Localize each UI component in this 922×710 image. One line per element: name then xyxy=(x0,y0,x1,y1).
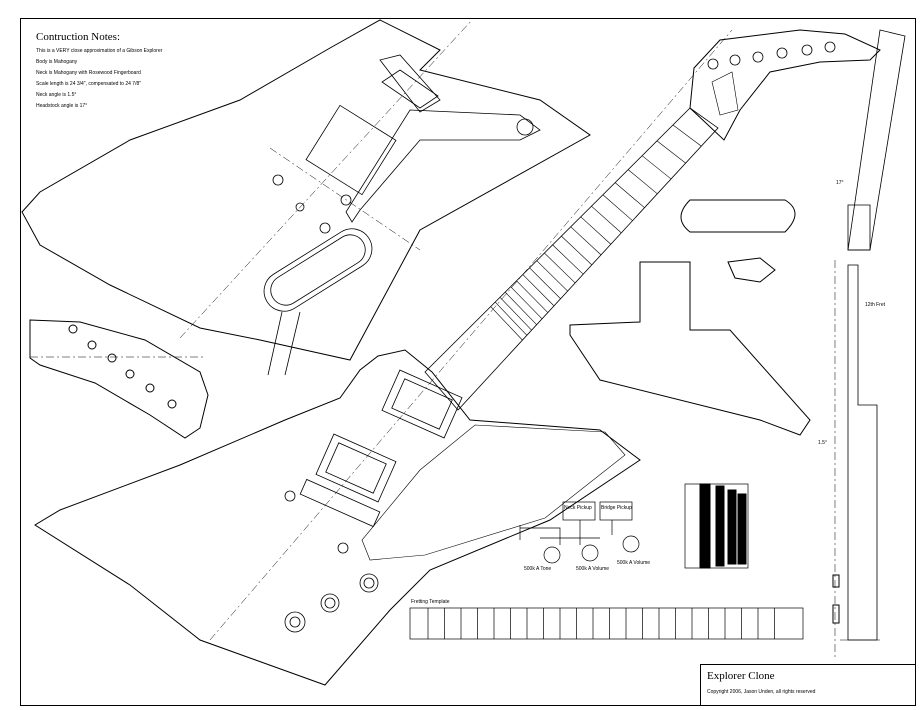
fret-line xyxy=(536,260,568,292)
front-knobs xyxy=(284,573,379,633)
fret-line xyxy=(544,252,576,284)
fret-line xyxy=(627,169,658,195)
notes-heading: Contruction Notes: xyxy=(36,31,121,43)
construction-notes: Contruction Notes: This is a VERY close … xyxy=(36,30,162,112)
fret-line xyxy=(494,301,528,336)
fret-line xyxy=(614,182,645,208)
fret-chart xyxy=(684,483,749,569)
headstock-template xyxy=(29,319,209,439)
fret-line xyxy=(570,226,602,256)
twelfth-fret-label: 12th Fret xyxy=(865,302,886,308)
head-angle-label: 17° xyxy=(836,180,844,186)
front-centerline xyxy=(209,29,733,641)
note-line: Neck is Mahogany with Rosewood Fingerboa… xyxy=(36,70,141,76)
fret-line xyxy=(504,291,537,325)
fretting-template xyxy=(409,607,804,640)
note-line: Headstock angle is 17° xyxy=(36,103,88,109)
fret-line xyxy=(641,155,672,180)
fret-line xyxy=(552,244,584,275)
fret-line xyxy=(561,235,593,266)
sheet-border xyxy=(20,18,916,706)
fret-line xyxy=(490,306,523,341)
back-centerlines xyxy=(179,19,473,339)
fret-line xyxy=(510,286,543,320)
fret-line xyxy=(672,124,702,147)
volume-pot-2-label: 500k A Volume xyxy=(617,560,651,566)
truss-rod-cover xyxy=(680,199,796,233)
front-body-outline xyxy=(34,349,641,686)
fret-line xyxy=(656,140,686,164)
side-profile xyxy=(832,29,906,660)
note-line: This is a VERY close approximation of a … xyxy=(36,48,163,54)
neck-angle-label: 1.5° xyxy=(818,440,827,446)
main-headstock xyxy=(689,29,881,141)
fret-line xyxy=(499,297,532,331)
fret-line xyxy=(522,274,555,307)
front-pickups xyxy=(284,369,463,554)
tuners xyxy=(707,41,836,70)
back-body-outline xyxy=(21,19,591,361)
note-line: Body is Mahogany xyxy=(36,59,78,65)
wiring-diagram xyxy=(519,501,640,564)
neck-pickup-label: Neck Pickup xyxy=(564,505,592,511)
fret-line xyxy=(580,216,612,245)
fret-line xyxy=(516,280,549,313)
pickguard xyxy=(569,261,811,436)
nut-piece xyxy=(727,257,776,283)
fret-line xyxy=(529,267,561,299)
fret-line xyxy=(602,194,633,221)
tone-pot-label: 500k A Tone xyxy=(524,566,552,572)
frets xyxy=(490,124,702,341)
note-line: Scale length is 24 3/4", compensated to … xyxy=(36,81,142,87)
bridge-pickup-label: Bridge Pickup xyxy=(601,505,632,511)
title-block: Explorer Clone Copyright 2006, Jason Und… xyxy=(700,664,916,706)
volume-pot-1-label: 500k A Volume xyxy=(576,566,610,572)
back-body-cavities xyxy=(263,54,541,376)
drawing-title: Explorer Clone xyxy=(707,670,775,682)
fret-line xyxy=(591,205,622,234)
fingerboard xyxy=(424,107,719,411)
fretting-template-label: Fretting Template xyxy=(411,599,450,605)
note-line: Neck angle is 1.5° xyxy=(36,92,77,98)
copyright-text: Copyright 2006, Jason Unden, all rights … xyxy=(707,689,816,695)
